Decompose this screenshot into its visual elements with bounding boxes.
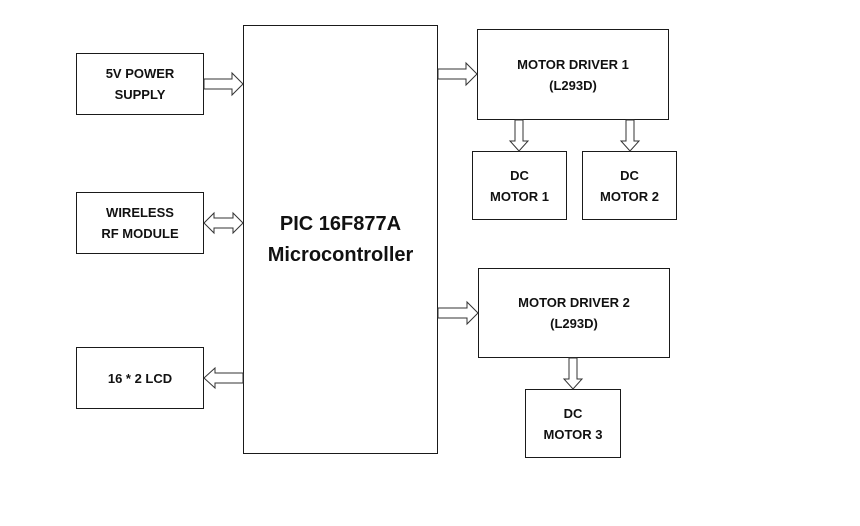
arrow-mcu-to-driver-1 xyxy=(437,61,478,87)
microcontroller-label-line2: Microcontroller xyxy=(267,243,414,266)
lcd-block: 16 * 2 LCD xyxy=(76,347,204,409)
dc-motor-1-label-line2: MOTOR 1 xyxy=(490,188,549,204)
dc-motor-2-label-line1: DC xyxy=(620,167,639,183)
motor-driver-1-block: MOTOR DRIVER 1 (L293D) xyxy=(477,29,669,120)
motor-driver-1-label-line1: MOTOR DRIVER 1 xyxy=(517,56,629,72)
rf-module-label-line1: WIRELESS xyxy=(106,205,174,220)
arrow-driver-1-to-motor-1 xyxy=(508,119,530,152)
arrow-driver-1-to-motor-2 xyxy=(619,119,641,152)
motor-driver-2-block: MOTOR DRIVER 2 (L293D) xyxy=(478,268,670,358)
microcontroller-label-line1: PIC 16F877A xyxy=(279,212,402,235)
arrow-driver-2-to-motor-3 xyxy=(562,357,584,390)
motor-driver-2-label-line2: (L293D) xyxy=(550,316,598,331)
power-supply-label-line1: 5V POWER xyxy=(105,66,175,81)
rf-module-label-line2: RF MODULE xyxy=(101,226,179,241)
dc-motor-3-label-line2: MOTOR 3 xyxy=(543,426,603,442)
wireless-rf-module-block: WIRELESS RF MODULE xyxy=(76,192,204,254)
dc-motor-1-block: DC MOTOR 1 xyxy=(472,151,567,220)
microcontroller-block: PIC 16F877A Microcontroller xyxy=(243,25,438,454)
lcd-label: 16 * 2 LCD xyxy=(107,370,173,386)
arrow-mcu-to-lcd xyxy=(203,366,244,390)
motor-driver-2-label-line1: MOTOR DRIVER 2 xyxy=(518,295,630,310)
arrow-mcu-to-driver-2 xyxy=(437,300,479,326)
dc-motor-2-block: DC MOTOR 2 xyxy=(582,151,677,220)
dc-motor-3-block: DC MOTOR 3 xyxy=(525,389,621,458)
motor-driver-1-label-line2: (L293D) xyxy=(549,77,597,93)
dc-motor-3-label-line1: DC xyxy=(563,405,583,421)
arrow-rf-bidirectional xyxy=(203,211,244,235)
power-supply-label-line2: SUPPLY xyxy=(114,87,166,102)
dc-motor-2-label-line2: MOTOR 2 xyxy=(600,188,659,204)
dc-motor-1-label-line1: DC xyxy=(510,167,529,183)
arrow-power-to-mcu xyxy=(203,71,244,97)
power-supply-block: 5V POWER SUPPLY xyxy=(76,53,204,115)
